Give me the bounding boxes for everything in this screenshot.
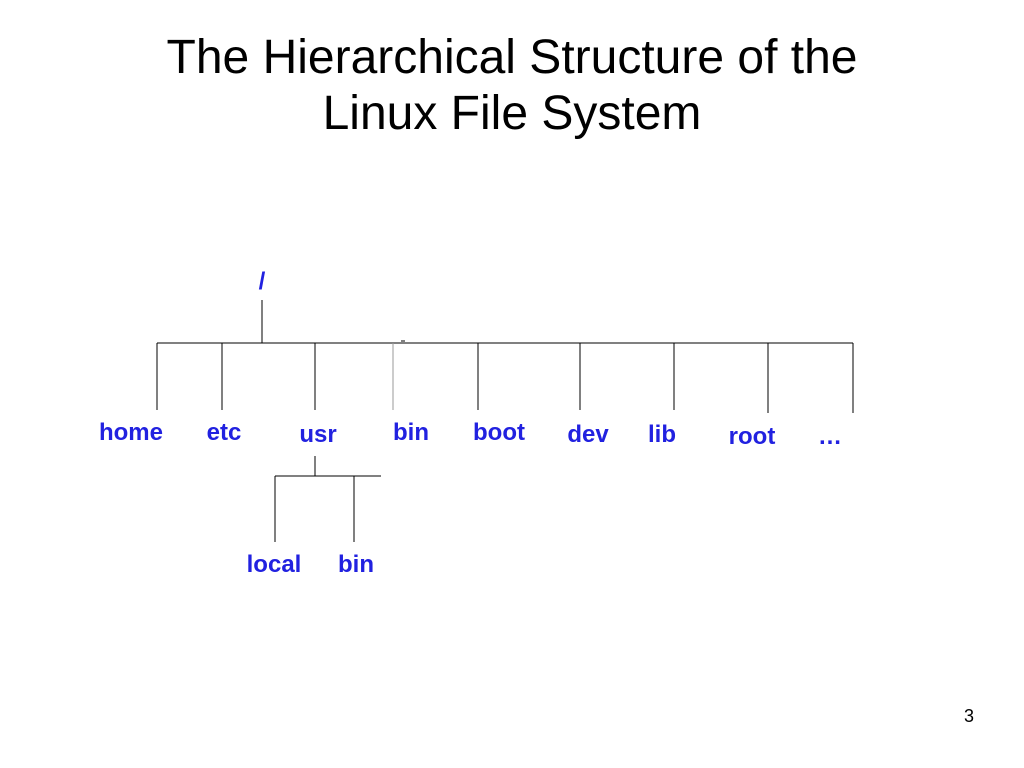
slide-title: The Hierarchical Structure of the Linux … <box>0 30 1024 142</box>
node-root-dir: root <box>729 423 776 450</box>
slide-number: 3 <box>963 706 974 726</box>
node-etc: etc <box>207 419 242 446</box>
node-bin: bin <box>393 419 429 446</box>
node-local: local <box>247 551 302 578</box>
node-lib: lib <box>648 421 676 448</box>
node-usr: usr <box>299 421 336 448</box>
slide-title-line-2: Linux File System <box>322 87 702 140</box>
node-dev: dev <box>567 421 609 448</box>
node-boot: boot <box>473 419 525 446</box>
node-root: / <box>259 268 266 295</box>
node-usr-bin: bin <box>338 551 374 578</box>
node-ellipsis: … <box>818 423 842 450</box>
slide-title-line-1: The Hierarchical Structure of the <box>166 31 858 84</box>
node-home: home <box>99 419 163 446</box>
